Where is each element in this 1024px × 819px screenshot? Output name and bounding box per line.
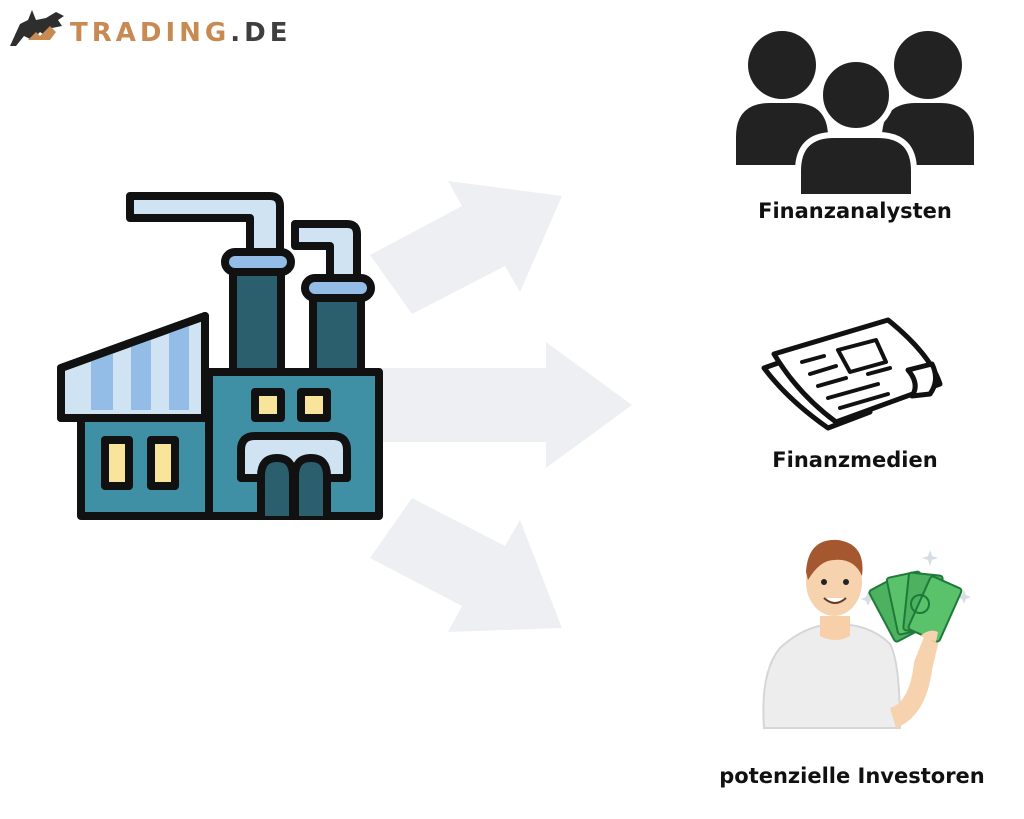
people-group-icon [736,31,974,197]
label-finanzmedien: Finanzmedien [772,448,938,472]
brand-logo: TRADING.DE [6,6,287,50]
arrow-up-right [370,181,562,314]
label-finanzanalysten: Finanzanalysten [758,199,952,223]
newspaper-icon [761,317,943,431]
label-potenzielle-investoren: potenzielle Investoren [719,764,985,788]
logo-text: TRADING.DE [70,20,291,46]
factory-icon [57,192,383,520]
logo-text-suffix: .DE [230,18,292,48]
bull-icon [10,10,64,46]
logo-text-main: TRADING [70,18,231,48]
arrow-right [370,342,632,468]
arrow-down-right [370,498,562,632]
investor-with-money-icon [762,539,971,729]
